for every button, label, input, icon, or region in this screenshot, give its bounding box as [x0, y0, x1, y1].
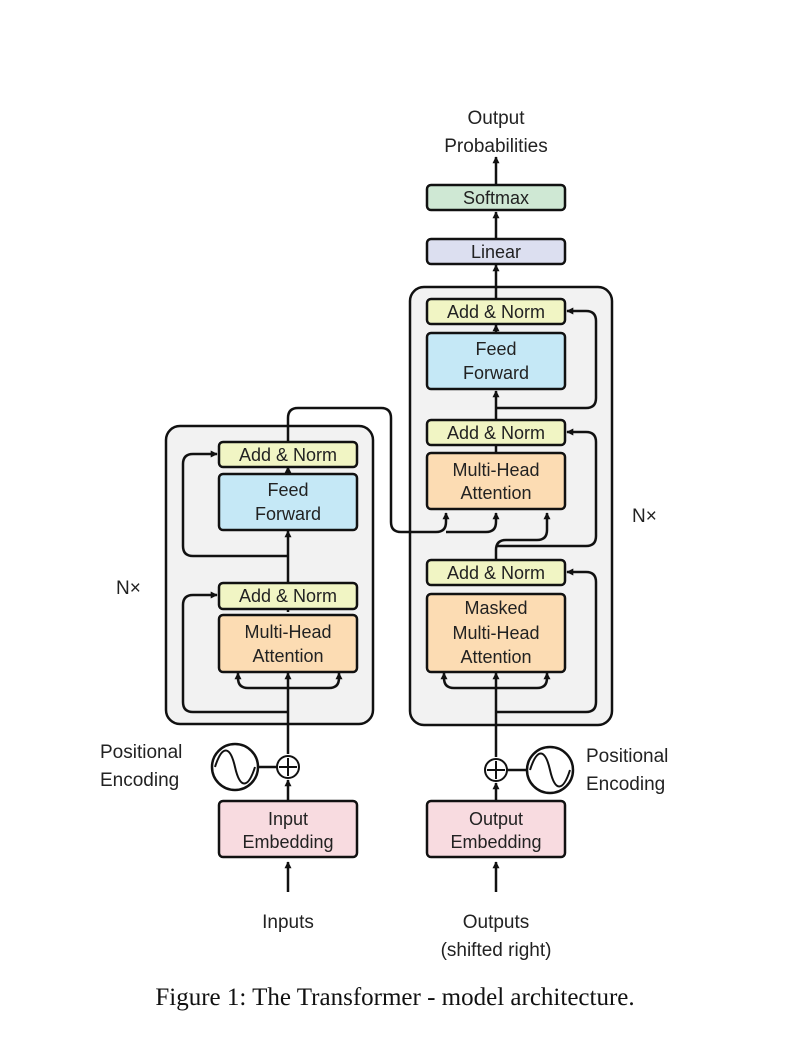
- decoder-masked-attention-box: [425, 592, 567, 674]
- linear-label: Linear: [471, 242, 521, 262]
- encoder-add-norm-1-box: [217, 581, 359, 611]
- decoder-feed-forward-line2: Forward: [463, 363, 529, 383]
- decoder-add-norm-1-label: Add & Norm: [447, 563, 545, 583]
- decoder-add-norm-3-box: [425, 297, 567, 326]
- output-probabilities-line2: Probabilities: [444, 136, 548, 157]
- encoder-input-embedding-line1: Input: [268, 809, 308, 829]
- decoder-masked-attention-line2: Multi-Head: [452, 623, 539, 643]
- output-probabilities-line1: Output: [467, 108, 525, 129]
- positional-encoding-right-line1: Positional: [586, 746, 668, 767]
- outputs-shifted-line2: (shifted right): [441, 940, 552, 961]
- figure-caption: Figure 1: The Transformer - model archit…: [155, 984, 635, 1011]
- encoder-feed-forward-line1: Feed: [267, 480, 308, 500]
- encoder-add-norm-2-label: Add & Norm: [239, 445, 337, 465]
- encoder-add-norm-2-box: [217, 440, 359, 469]
- linear-box: [425, 237, 567, 266]
- encoder-feed-forward-box: [217, 472, 359, 532]
- decoder-add-norm-2-label: Add & Norm: [447, 423, 545, 443]
- decoder-feed-forward-box: [425, 331, 567, 391]
- nx-left-label: N×: [116, 578, 141, 599]
- softmax-box: [425, 183, 567, 212]
- encoder-feed-forward-line2: Forward: [255, 504, 321, 524]
- softmax-label: Softmax: [463, 188, 529, 208]
- encoder-positional-encoding-icon: [210, 742, 260, 792]
- decoder-add-circle-icon: [484, 758, 508, 782]
- decoder-attention-line2: Attention: [460, 483, 531, 503]
- decoder-positional-encoding-icon: [525, 745, 575, 795]
- encoder-input-embedding-box: [217, 799, 359, 859]
- encoder-input-embedding-line2: Embedding: [242, 832, 333, 852]
- positional-encoding-left-line2: Encoding: [100, 770, 179, 791]
- encoder-add-norm-1-label: Add & Norm: [239, 586, 337, 606]
- encoder-attention-line2: Attention: [252, 646, 323, 666]
- encoder-attention-box: [217, 613, 359, 674]
- decoder-masked-attention-line3: Attention: [460, 647, 531, 667]
- encoder-stack: [164, 424, 375, 726]
- decoder-add-norm-3-label: Add & Norm: [447, 302, 545, 322]
- encoder-attention-line1: Multi-Head: [244, 622, 331, 642]
- nx-right-label: N×: [632, 506, 657, 527]
- decoder-attention-line1: Multi-Head: [452, 460, 539, 480]
- positional-encoding-right-line2: Encoding: [586, 774, 665, 795]
- encoder-add-circle-icon: [276, 755, 300, 779]
- inputs-label: Inputs: [262, 912, 314, 933]
- decoder-add-norm-2-box: [425, 418, 567, 447]
- decoder-masked-attention-line1: Masked: [464, 598, 527, 618]
- decoder-attention-box: [425, 451, 567, 511]
- decoder-output-embedding-line1: Output: [469, 809, 523, 829]
- decoder-add-norm-1-box: [425, 558, 567, 587]
- positional-encoding-left-line1: Positional: [100, 742, 182, 763]
- outputs-shifted-line1: Outputs: [463, 912, 530, 933]
- decoder-feed-forward-line1: Feed: [475, 339, 516, 359]
- decoder-output-embedding-box: [425, 799, 567, 859]
- decoder-output-embedding-line2: Embedding: [450, 832, 541, 852]
